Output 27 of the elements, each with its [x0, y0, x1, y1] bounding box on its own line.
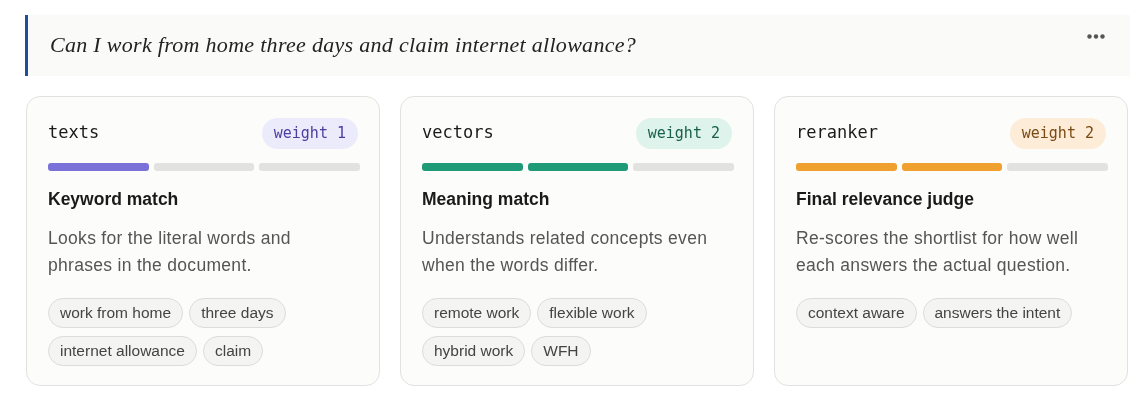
- weight-pill: weight 2: [1009, 118, 1106, 149]
- retriever-card: [774, 96, 1128, 386]
- weight-pill: weight 2: [635, 118, 732, 149]
- keyword-chip: work from home: [48, 298, 184, 328]
- card-heading: Keyword match: [48, 188, 179, 210]
- keyword-chip: claim: [202, 336, 264, 366]
- card-description: Understands related concepts even when the words differ.: [422, 227, 709, 277]
- question-banner: [25, 15, 1130, 76]
- keyword-chip: hybrid work: [422, 336, 526, 366]
- keyword-chip: remote work: [422, 298, 532, 328]
- keyword-chip: context aware: [796, 298, 917, 328]
- card-description: Looks for the literal words and phrases in the document.: [48, 227, 292, 277]
- keyword-chip: flexible work: [537, 298, 647, 328]
- keyword-chip: internet allowance: [48, 336, 197, 366]
- retriever-name: vectors: [422, 121, 494, 143]
- card-heading: Meaning match: [422, 188, 550, 210]
- card-description: Re-scores the shortlist for how well each answers the actual question.: [796, 227, 1080, 277]
- keyword-chip: answers the intent: [922, 298, 1073, 328]
- retriever-card: [26, 96, 380, 386]
- retriever-name: texts: [48, 121, 100, 143]
- weight-pill: weight 1: [261, 118, 358, 149]
- keyword-chip: WFH: [531, 336, 591, 366]
- question-text: Can I work from home three days and claim internet allowance?: [50, 31, 637, 58]
- retriever-card: [400, 96, 754, 386]
- keyword-chip: three days: [189, 298, 286, 328]
- card-heading: Final relevance judge: [796, 188, 974, 210]
- retriever-name: reranker: [796, 121, 878, 143]
